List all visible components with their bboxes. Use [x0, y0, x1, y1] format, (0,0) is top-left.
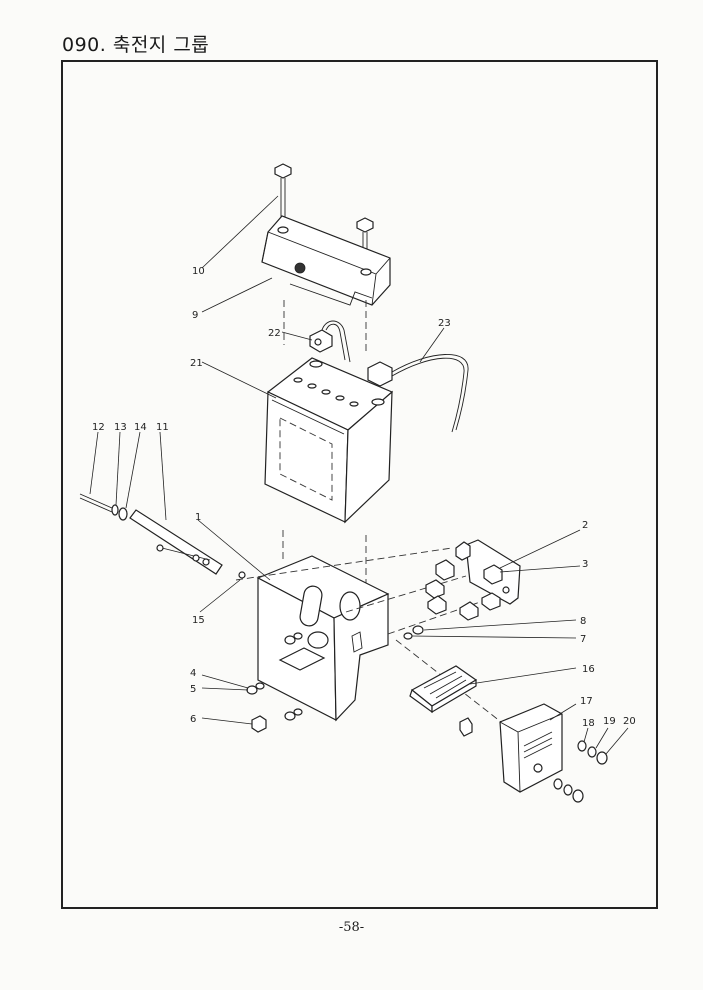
callout-19: 19	[603, 716, 616, 727]
part-7-washer	[403, 632, 413, 640]
part-13-washer	[111, 504, 119, 516]
part-18-washer	[577, 740, 587, 752]
part-20-nut	[596, 751, 608, 765]
callout-23: 23	[438, 318, 451, 329]
callout-2: 2	[582, 520, 588, 531]
part-15-clip	[238, 571, 246, 579]
lower-lock-washer	[563, 784, 573, 796]
part-6-bolt	[251, 715, 267, 733]
callout-7: 7	[580, 634, 586, 645]
callout-21: 21	[190, 358, 203, 369]
part-3-bolts	[425, 559, 503, 621]
callout-16: 16	[582, 664, 595, 675]
callout-10: 10	[192, 266, 205, 277]
lower-washer	[553, 778, 563, 790]
callout-12: 12	[92, 422, 105, 433]
callout-14: 14	[134, 422, 147, 433]
callout-9: 9	[192, 310, 198, 321]
lower-nut	[572, 789, 584, 803]
callout-20: 20	[623, 716, 636, 727]
part-23-cable-terminal	[367, 354, 469, 433]
part-9-battery-cover	[261, 215, 391, 306]
callout-17: 17	[580, 696, 593, 707]
callout-11: 11	[156, 422, 169, 433]
diagram-frame	[61, 60, 658, 909]
callout-13: 13	[114, 422, 127, 433]
part-22-terminal	[309, 320, 351, 363]
callout-4: 4	[190, 668, 196, 679]
callout-15: 15	[192, 615, 205, 626]
part-19-lock-washer	[587, 746, 597, 758]
part-1-battery-box	[256, 555, 390, 722]
part-8-nut	[412, 625, 424, 635]
part-14-nut	[118, 507, 128, 521]
part-21-battery	[264, 357, 394, 524]
part-16-regulator	[409, 665, 478, 737]
part-17-cover	[499, 703, 563, 793]
part-12-rod	[79, 493, 113, 513]
callout-6: 6	[190, 714, 196, 725]
part-11-hold-down-strap	[129, 509, 223, 575]
callout-18: 18	[582, 718, 595, 729]
callout-5: 5	[190, 684, 196, 695]
page-title: 090. 축전지 그룹	[62, 34, 210, 56]
part-4-5-washers	[246, 632, 303, 721]
leader-lines	[89, 195, 629, 755]
callout-1: 1	[195, 512, 201, 523]
page-number: -58-	[338, 920, 365, 935]
callout-8: 8	[580, 616, 586, 627]
callout-3: 3	[582, 559, 588, 570]
callout-22: 22	[268, 328, 281, 339]
